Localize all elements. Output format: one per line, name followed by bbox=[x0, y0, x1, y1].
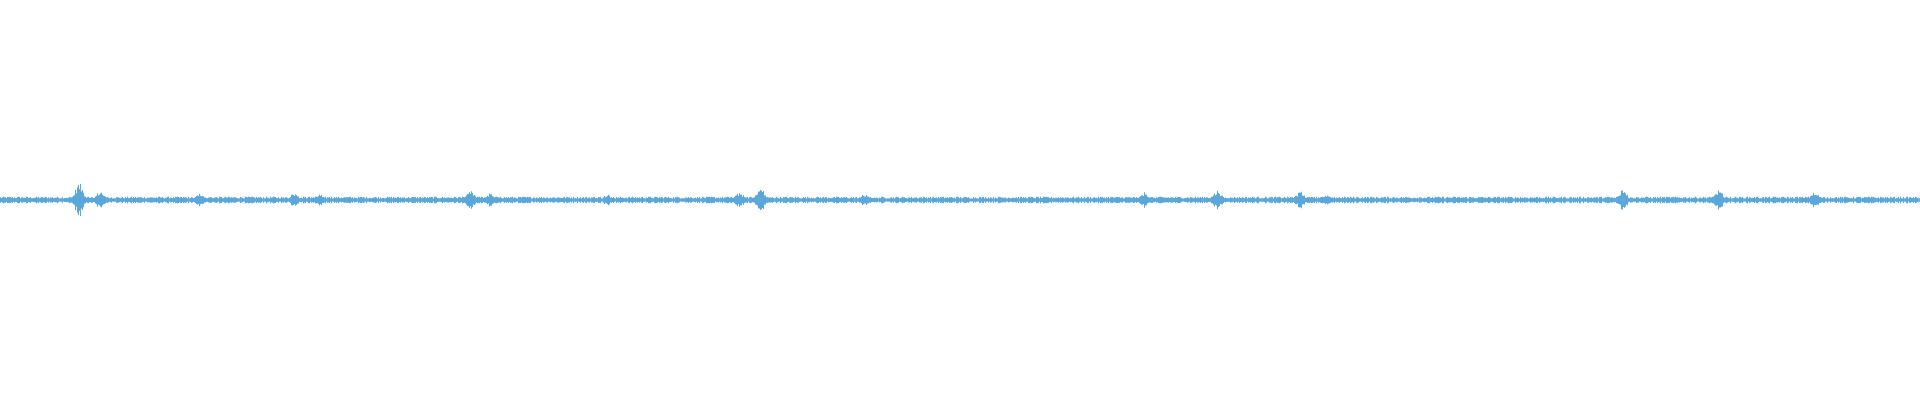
waveform-trace bbox=[0, 183, 1920, 217]
